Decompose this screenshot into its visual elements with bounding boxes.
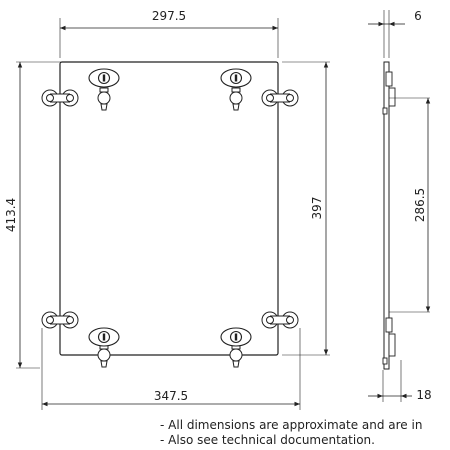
latch-knob-bottom-left — [97, 344, 111, 368]
lock-bottom-right — [220, 327, 252, 347]
front-view — [41, 61, 299, 368]
mounting-bracket-bottom-right — [261, 311, 299, 329]
latch-knob-bottom-right — [229, 344, 243, 368]
dimension-bottom-width: 347.5 — [42, 389, 300, 407]
dimension-side-hole-spacing-label: 286.5 — [413, 188, 427, 222]
dimension-right-height: 397 — [310, 61, 329, 355]
dimension-right-height-label: 397 — [310, 197, 324, 220]
dimension-side-depth-bottom: 18 — [368, 388, 432, 402]
dimension-left-height: 413.4 — [4, 61, 23, 368]
dimension-left-height-label: 413.4 — [4, 198, 18, 232]
panel-outline — [59, 61, 279, 356]
lock-top-right — [220, 68, 252, 88]
dimension-bottom-width-label: 347.5 — [154, 389, 188, 403]
side-panel-outline — [383, 61, 390, 370]
lock-top-left — [88, 68, 120, 88]
note-documentation: - Also see technical documentation. — [160, 433, 375, 447]
extension-lines — [16, 18, 330, 410]
dimension-side-depth-top-label: 6 — [414, 9, 422, 23]
dimension-side-depth-bottom-label: 18 — [416, 388, 431, 402]
mounting-bracket-top-right — [261, 89, 299, 107]
note-dimensions: - All dimensions are approximate and are… — [160, 418, 423, 432]
dimension-top-width-label: 297.5 — [152, 9, 186, 23]
dimension-top-width: 297.5 — [59, 9, 278, 31]
side-view — [382, 61, 430, 370]
dimension-side-depth-top: 6 — [368, 9, 422, 27]
lock-bottom-left — [88, 327, 120, 347]
dimension-side-hole-spacing: 286.5 — [413, 98, 431, 312]
